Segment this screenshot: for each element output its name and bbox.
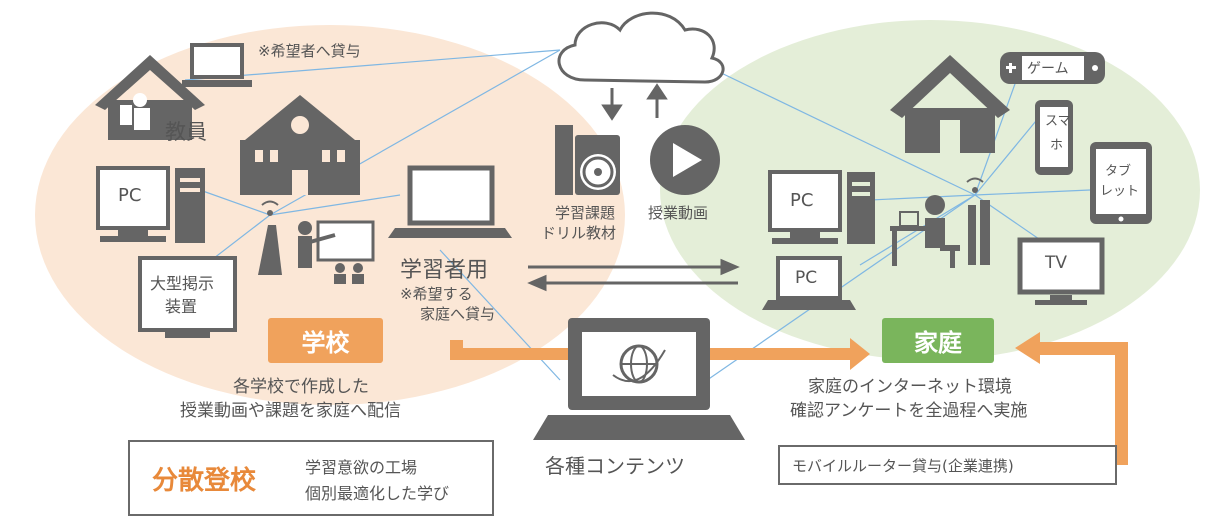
home-pc-label: PC: [790, 190, 814, 211]
home-laptop-icon: [762, 256, 856, 310]
exchange-arrows: [527, 258, 740, 292]
school-router-icon: [258, 200, 282, 275]
phone-label-line2: ホ: [1050, 138, 1064, 153]
router-loan-label: モバイルルーター貸与(企業連携): [792, 457, 1014, 475]
tablet-icon: [1090, 142, 1152, 224]
teacher-label: 教員: [165, 120, 207, 144]
phone-label-line1: スマ: [1045, 114, 1071, 129]
student-laptop-icon: [388, 165, 512, 238]
play-video-icon: [650, 125, 720, 195]
school-building-icon: [240, 95, 360, 195]
school-pc-icon: [96, 166, 205, 243]
video-label: 授業動画: [648, 204, 709, 222]
smartphone-icon: [1035, 100, 1073, 175]
student-loan-note-line1: ※希望する: [400, 285, 473, 303]
bunsan-title: 分散登校: [152, 466, 257, 496]
school-pc-label: PC: [118, 185, 142, 206]
game-label: ゲーム: [1027, 61, 1069, 77]
tv-label: TV: [1045, 253, 1068, 273]
home-badge: 家庭: [882, 318, 994, 363]
game-controller-icon: [1000, 52, 1105, 84]
home-desc-line2: 確認アンケートを全過程へ実施: [790, 401, 1028, 421]
student-loan-note-line2: 家庭へ貸与: [420, 305, 496, 323]
school-desc-line1: 各学校で作成した: [233, 377, 369, 397]
home-learner-icon: [890, 195, 960, 268]
tablet-label-line2: レット: [1100, 184, 1140, 199]
contents-laptop-icon: [533, 318, 745, 440]
cloud-icon: [557, 11, 725, 84]
drill-label-line2: ドリル教材: [541, 224, 617, 242]
home-laptop-label: PC: [795, 268, 818, 288]
bunsan-line2: 個別最適化した学び: [305, 484, 450, 503]
teacher-laptop-icon: [182, 43, 252, 87]
bunsan-line1: 学習意欲の工場: [305, 458, 418, 477]
contents-label: 各種コンテンツ: [545, 454, 685, 478]
large-display-icon: [138, 256, 237, 338]
router-loan-box: モバイルルーター貸与(企業連携): [778, 445, 1117, 485]
home-router-icon: [966, 177, 990, 265]
lesson-icon: [298, 220, 375, 284]
school-desc-line2: 授業動画や課題を家庭へ配信: [180, 401, 401, 421]
drill-materials-icon: [555, 125, 620, 195]
home-pc-icon: [768, 170, 875, 244]
drill-label-line1: 学習課題: [555, 204, 616, 222]
teacher-house-icon: [95, 55, 205, 140]
tablet-label-line1: タブ: [1105, 164, 1132, 179]
bunsan-box: 分散登校 学習意欲の工場 個別最適化した学び: [128, 440, 494, 516]
home-desc-line1: 家庭のインターネット環境: [808, 377, 1012, 397]
cloud-arrows: [601, 83, 668, 121]
home-house-icon: [890, 55, 1010, 153]
large-display-label-line2: 装置: [165, 297, 198, 316]
large-display-label-line1: 大型掲示: [150, 274, 215, 293]
teacher-loan-note: ※希望者へ貸与: [258, 42, 361, 60]
tv-icon: [1017, 237, 1105, 305]
student-label: 学習者用: [400, 258, 489, 283]
school-badge: 学校: [268, 318, 383, 363]
